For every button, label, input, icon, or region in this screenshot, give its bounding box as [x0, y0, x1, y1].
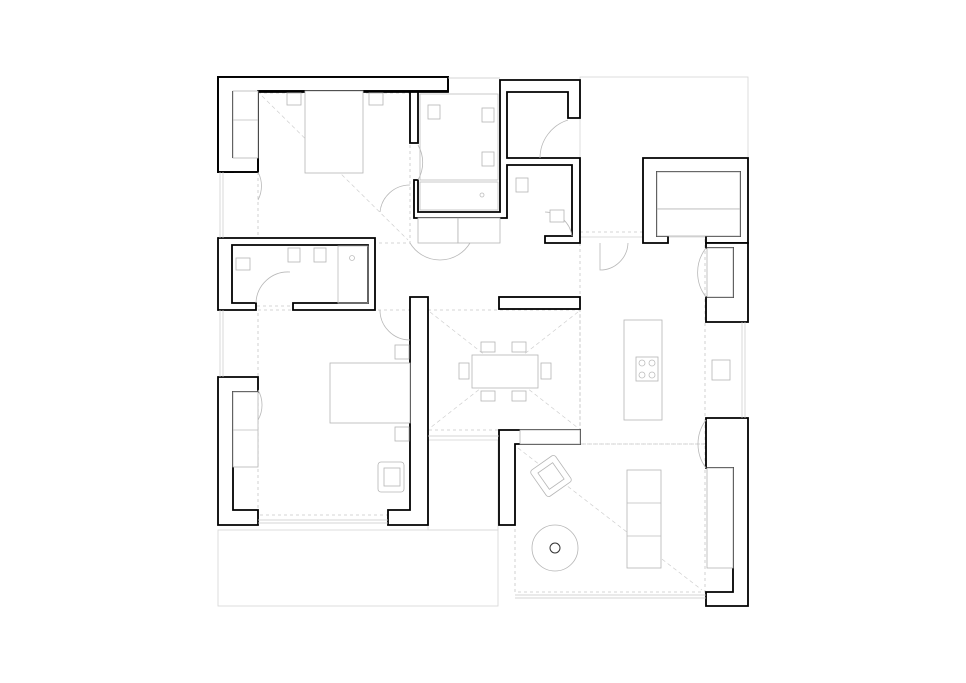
sofa — [626, 469, 662, 569]
bathroom-top — [419, 93, 499, 211]
wardrobes — [232, 90, 741, 569]
dining-area — [458, 341, 552, 402]
nightstand — [394, 426, 410, 442]
bedroom-bottom — [329, 344, 411, 493]
bathroom-small — [515, 177, 565, 223]
toilet-icon — [481, 107, 495, 123]
toilet-icon — [481, 151, 495, 167]
wall-bath-top — [409, 91, 419, 144]
nightstand — [394, 344, 410, 360]
hob-icon — [635, 356, 659, 382]
shower-icon — [337, 245, 369, 304]
wall-bath-middle — [217, 237, 376, 311]
sink-icon — [711, 359, 731, 381]
round-table-icon — [531, 524, 579, 572]
nightstand — [286, 92, 302, 106]
shower-icon — [419, 181, 499, 211]
dining-table — [471, 354, 539, 389]
nightstand — [368, 92, 384, 106]
kitchen — [623, 319, 731, 421]
toilet-icon — [515, 177, 529, 193]
bed — [329, 362, 411, 424]
wall-bar-middle — [498, 296, 581, 310]
sink-icon — [549, 209, 565, 223]
wall-bath-bottom — [413, 79, 581, 244]
living-room — [530, 455, 662, 572]
toilet-icon — [287, 247, 301, 263]
toilet-icon — [313, 247, 327, 263]
door-swing-icon — [255, 119, 707, 469]
armchair-icon — [377, 461, 405, 493]
terrace-bottom-middle — [427, 439, 499, 531]
glazing — [219, 77, 746, 599]
bedroom-top — [286, 90, 384, 174]
bathroom-middle — [235, 245, 369, 304]
armchair-icon — [530, 455, 572, 497]
wall-bottom-left — [217, 376, 259, 526]
wall-center-vertical — [387, 296, 429, 526]
terrace-bottom-left — [217, 529, 499, 607]
bed — [304, 90, 364, 174]
sink-icon — [235, 257, 251, 271]
sink-icon — [427, 104, 441, 120]
